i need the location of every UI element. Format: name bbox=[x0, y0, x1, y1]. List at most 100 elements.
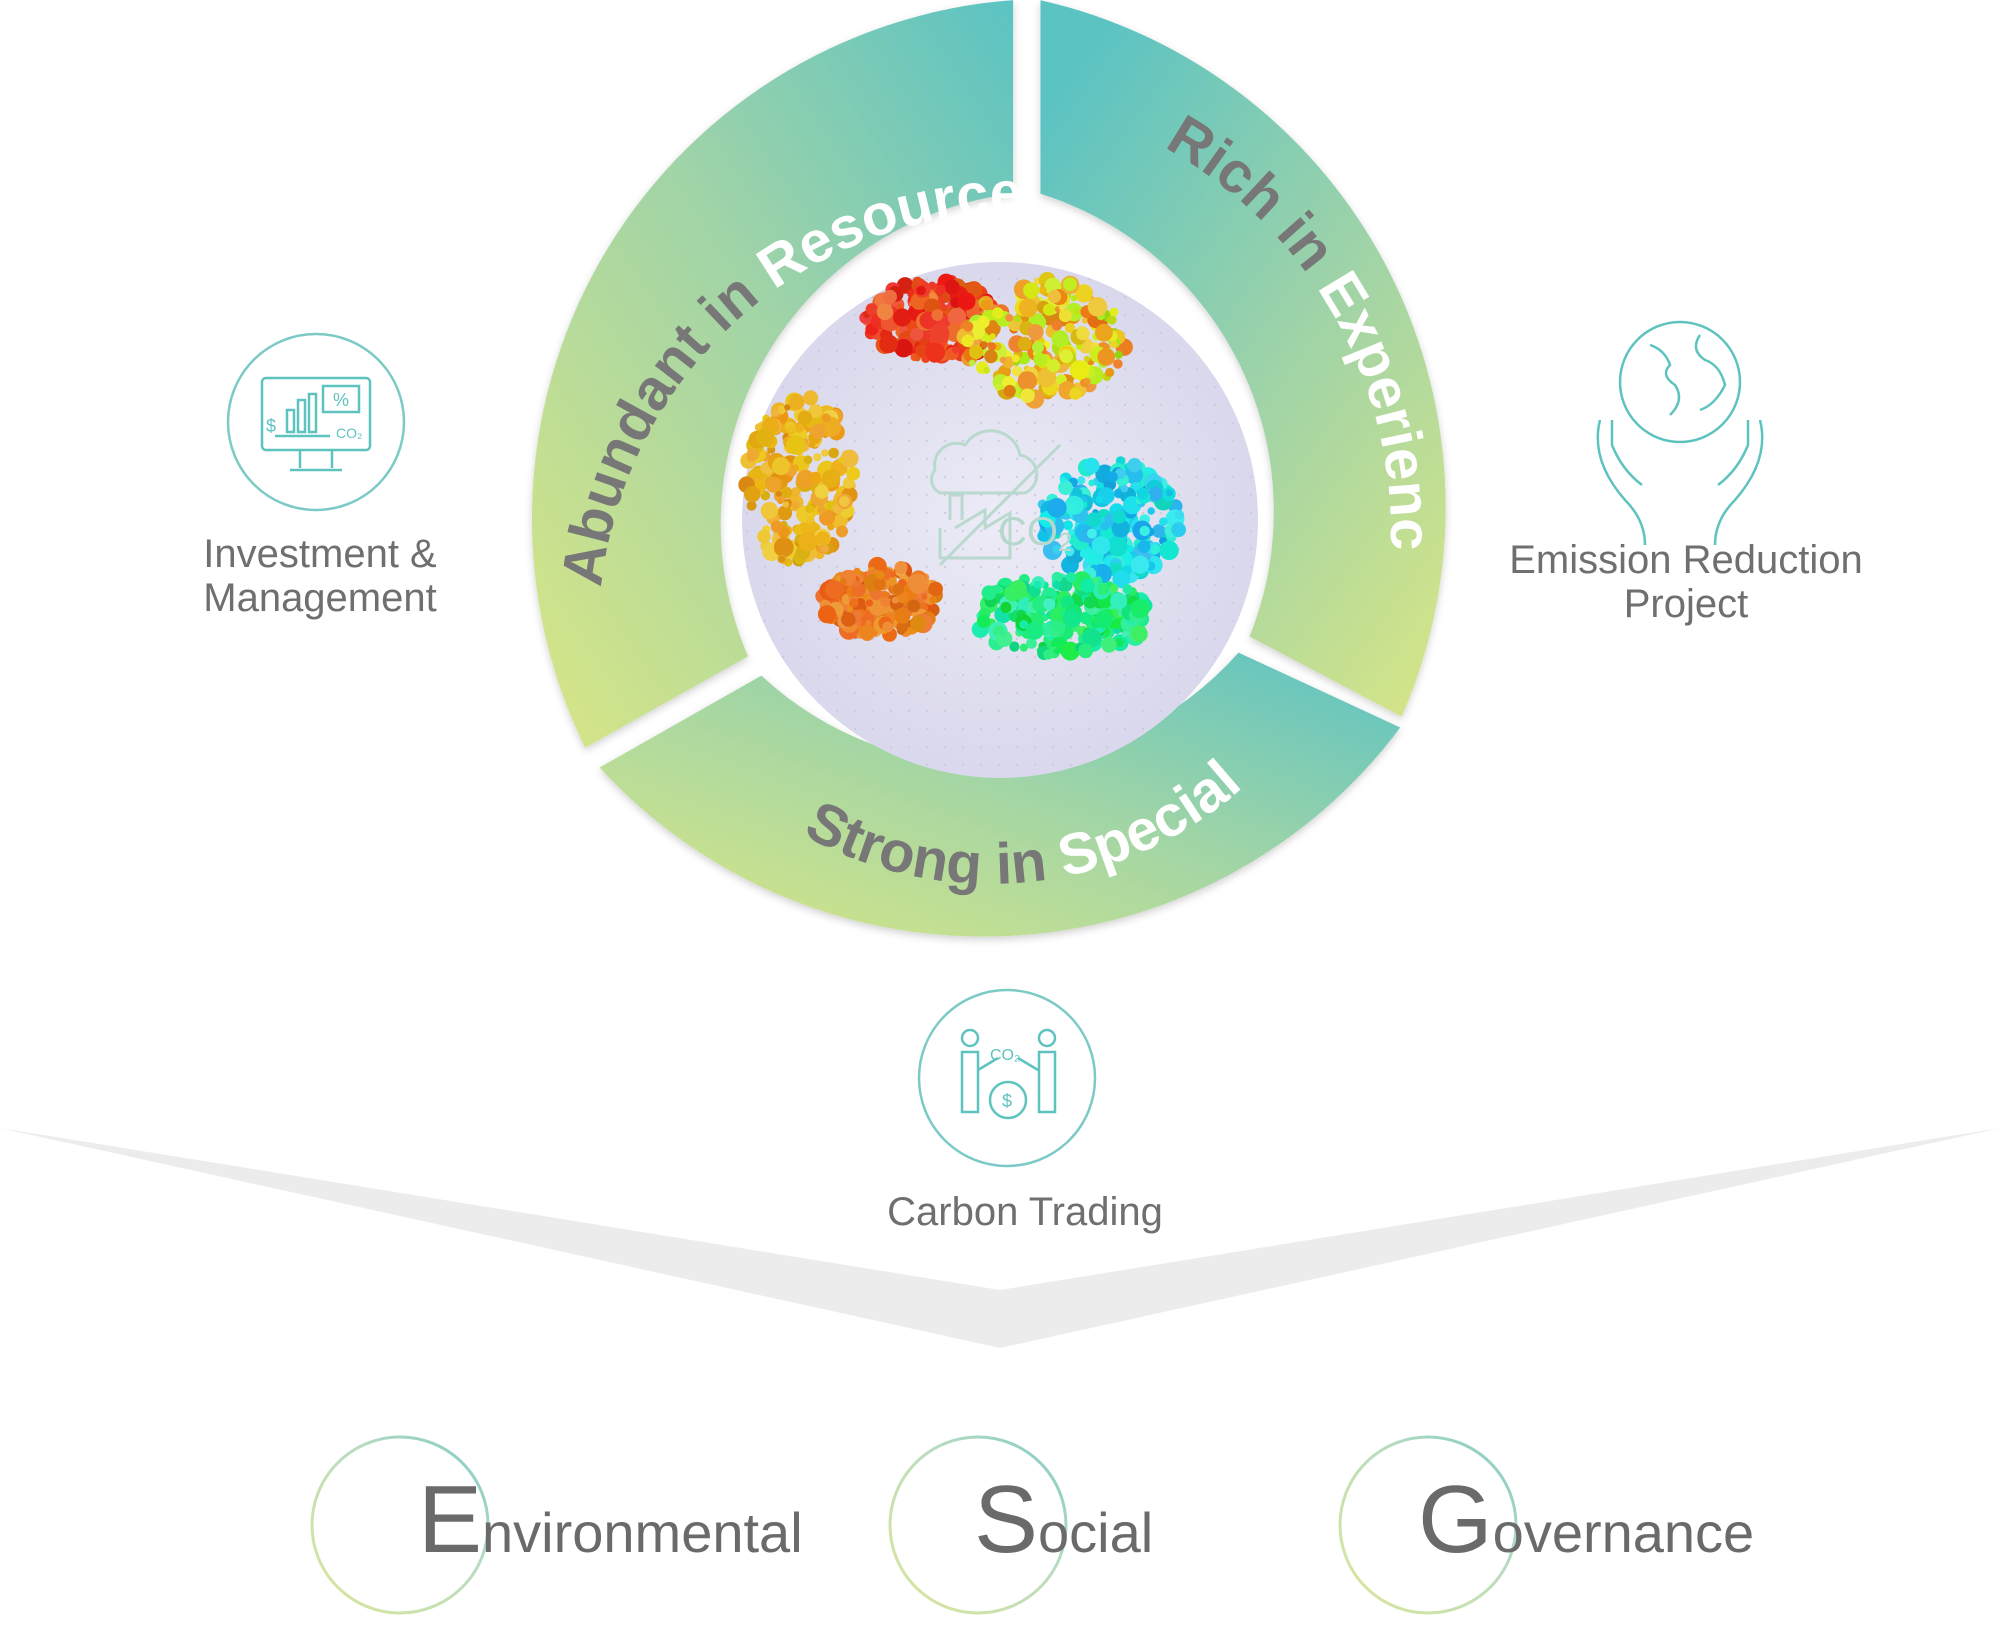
bubble-2 bbox=[821, 449, 829, 457]
carbon-trading-icon bbox=[917, 988, 1097, 1168]
bubble-2 bbox=[786, 435, 806, 455]
bubble-2 bbox=[838, 456, 845, 464]
bubble-4 bbox=[1130, 555, 1150, 574]
bubble-1 bbox=[1017, 336, 1032, 351]
bubble-4 bbox=[1111, 519, 1130, 538]
bubble-0 bbox=[947, 307, 967, 327]
bubble-2 bbox=[806, 515, 815, 524]
bubble-4 bbox=[1112, 570, 1131, 589]
bubble-3 bbox=[894, 607, 911, 624]
esg-circle-social bbox=[888, 1435, 1068, 1615]
bubble-0 bbox=[944, 279, 960, 295]
bubble-2 bbox=[838, 496, 850, 507]
bubble-3 bbox=[909, 615, 927, 632]
esg-social-rest: ocial bbox=[1038, 1501, 1154, 1564]
bubble-2 bbox=[775, 490, 782, 497]
investment-line1: Investment & bbox=[203, 532, 437, 576]
esg-environmental: Environmental bbox=[418, 1465, 803, 1575]
bubble-2 bbox=[828, 447, 839, 459]
bubble-4 bbox=[1159, 540, 1179, 561]
bubble-4 bbox=[1120, 484, 1129, 493]
bubble-0 bbox=[894, 339, 913, 358]
bubble-4 bbox=[1165, 489, 1173, 497]
bubble-3 bbox=[817, 605, 837, 624]
bubble-3 bbox=[873, 577, 886, 591]
bubble-0 bbox=[925, 342, 946, 363]
bubble-1 bbox=[1097, 348, 1115, 366]
bubble-4 bbox=[1037, 530, 1050, 542]
bubble-5 bbox=[1060, 641, 1080, 661]
bubble-5 bbox=[998, 629, 1006, 637]
bubble-1 bbox=[989, 333, 996, 340]
bubble-4 bbox=[1052, 544, 1062, 554]
bubble-4 bbox=[1091, 536, 1111, 556]
bubble-1 bbox=[1074, 284, 1094, 303]
bubble-5 bbox=[1114, 637, 1124, 648]
bubble-0 bbox=[936, 284, 946, 295]
bubble-0 bbox=[879, 334, 898, 354]
trading-icon-co2: CO₂ bbox=[990, 1047, 1020, 1064]
bubble-1 bbox=[1032, 341, 1044, 354]
bubble-2 bbox=[821, 413, 831, 423]
globe-hands-icon bbox=[1596, 320, 1764, 546]
bubble-2 bbox=[814, 484, 829, 499]
bubble-1 bbox=[1069, 360, 1090, 380]
bubble-5 bbox=[976, 614, 991, 628]
bubble-1 bbox=[1083, 355, 1090, 362]
bubble-1 bbox=[1011, 354, 1020, 363]
bubble-1 bbox=[983, 367, 990, 374]
bubble-5 bbox=[1122, 584, 1133, 595]
bubble-0 bbox=[916, 285, 926, 296]
bubble-4 bbox=[1047, 498, 1067, 518]
bubble-2 bbox=[796, 469, 815, 489]
bubble-5 bbox=[1019, 643, 1028, 652]
bubble-1 bbox=[1069, 387, 1082, 400]
bubble-1 bbox=[980, 341, 988, 349]
icon-co2-small: CO₂ bbox=[336, 425, 362, 441]
bubble-5 bbox=[1097, 583, 1110, 596]
bubble-0 bbox=[929, 323, 950, 344]
bubble-1 bbox=[1038, 286, 1047, 295]
icon-percent: % bbox=[333, 390, 349, 410]
bubble-4 bbox=[1068, 528, 1075, 536]
bubble-4 bbox=[1063, 520, 1073, 531]
bubble-1 bbox=[1051, 330, 1069, 348]
bubble-1 bbox=[1023, 282, 1040, 299]
bubble-2 bbox=[746, 500, 757, 511]
bubble-2 bbox=[797, 410, 813, 425]
bubble-0 bbox=[931, 309, 944, 321]
bubble-3 bbox=[892, 583, 904, 596]
bubble-1 bbox=[1013, 315, 1021, 323]
bubble-3 bbox=[907, 599, 921, 613]
bubble-0 bbox=[941, 304, 948, 312]
bubble-4 bbox=[1077, 476, 1086, 485]
bubble-4 bbox=[1152, 524, 1166, 538]
bubble-3 bbox=[849, 598, 859, 608]
esg-governance-rest: overnance bbox=[1492, 1501, 1755, 1564]
esg-social-cap: S bbox=[974, 1466, 1039, 1573]
bubble-5 bbox=[1052, 580, 1061, 589]
bubble-2 bbox=[756, 428, 775, 447]
bubble-3 bbox=[880, 596, 891, 607]
bubble-3 bbox=[865, 599, 874, 607]
bubble-0 bbox=[914, 279, 922, 287]
bubble-1 bbox=[1073, 308, 1080, 315]
bubble-2 bbox=[805, 504, 815, 514]
bubble-2 bbox=[798, 532, 818, 552]
bubble-0 bbox=[910, 327, 924, 341]
bubble-1 bbox=[1076, 326, 1090, 341]
bubble-2 bbox=[817, 505, 827, 515]
emission-line2: Project bbox=[1623, 582, 1749, 626]
bubble-1 bbox=[977, 315, 990, 329]
bubble-2 bbox=[746, 452, 757, 462]
bubble-2 bbox=[810, 423, 826, 439]
bubble-1 bbox=[1037, 368, 1057, 388]
bubble-0 bbox=[915, 344, 928, 357]
bubble-3 bbox=[825, 580, 844, 599]
bubble-4 bbox=[1139, 525, 1150, 537]
bubble-1 bbox=[984, 349, 998, 364]
esg-circle-governance bbox=[1338, 1435, 1518, 1615]
bubble-5 bbox=[1110, 592, 1128, 610]
bubble-2 bbox=[773, 537, 794, 558]
bubble-1 bbox=[1058, 304, 1065, 311]
